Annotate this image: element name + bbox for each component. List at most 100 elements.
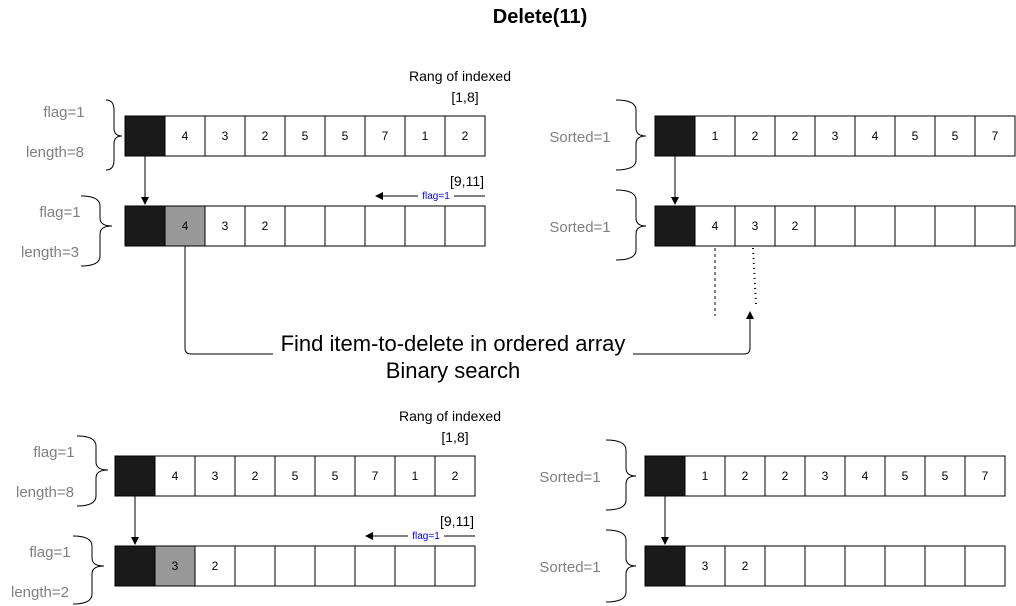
- bottom-left-row1-length: length=8: [16, 484, 74, 501]
- array-cell: 3: [204, 115, 246, 157]
- top-right-row1-label: Sorted=1: [549, 129, 610, 146]
- array-cell-value: 5: [342, 129, 349, 143]
- array-cell-value: 3: [822, 469, 829, 483]
- array-cell: [284, 205, 326, 247]
- top-range-value: [1,8]: [451, 89, 478, 105]
- top-left-brace-2: [80, 195, 113, 267]
- array-cell-value: 5: [292, 469, 299, 483]
- array-cell-value: 1: [712, 129, 719, 143]
- bottom-left-row2-flag: flag=1: [29, 544, 70, 561]
- array-cell: 2: [244, 115, 286, 157]
- array-cell: [814, 205, 856, 247]
- array-cell-value: 7: [382, 129, 389, 143]
- diagram-title: Delete(11): [493, 6, 588, 28]
- array-cell: 3: [204, 205, 246, 247]
- array-cell: [884, 545, 926, 587]
- array-cell: 3: [734, 205, 776, 247]
- array-cell-value: 1: [422, 129, 429, 143]
- bottom-left-row1-flag: flag=1: [33, 444, 74, 461]
- array-cell: 7: [974, 115, 1016, 157]
- array-cell-value: 3: [702, 559, 709, 573]
- array-cell: 1: [394, 455, 436, 497]
- array-cell: 1: [404, 115, 446, 157]
- array-cell: [124, 115, 166, 157]
- top-left-row2-length: length=3: [21, 244, 79, 261]
- array-cell: 2: [434, 455, 476, 497]
- array-cell: [894, 205, 936, 247]
- array-cell: [434, 545, 476, 587]
- array-cell: [324, 205, 366, 247]
- array-cell-value: 1: [412, 469, 419, 483]
- array-cell: [404, 205, 446, 247]
- bottom-range2-value: [9,11]: [440, 513, 474, 529]
- array-cell: [114, 455, 156, 497]
- array-cell: 4: [844, 455, 886, 497]
- array-cell: [644, 455, 686, 497]
- array-cell: 1: [694, 115, 736, 157]
- array-cell-value: 2: [752, 129, 759, 143]
- array-cell: [444, 205, 486, 247]
- array-cell: [804, 545, 846, 587]
- array-cell: [654, 115, 696, 157]
- bottom-right-brace-1: [605, 439, 637, 511]
- array-cell: 5: [924, 455, 966, 497]
- array-cell: 5: [934, 115, 976, 157]
- array-cell: [654, 205, 696, 247]
- array-cell-value: 2: [742, 469, 749, 483]
- array-cell-value: 3: [832, 129, 839, 143]
- array-cell-value: 4: [182, 219, 189, 233]
- array-cell: 2: [194, 545, 236, 587]
- array-cell: 5: [894, 115, 936, 157]
- array-cell-value: 3: [222, 129, 229, 143]
- array-cell-value: 4: [712, 219, 719, 233]
- array-cell-value: 4: [872, 129, 879, 143]
- array-cell: [114, 545, 156, 587]
- array-cell: 2: [234, 455, 276, 497]
- array-cell: 7: [364, 115, 406, 157]
- bottom-range-title: Rang of indexed: [399, 408, 501, 424]
- array-cell: [234, 545, 276, 587]
- array-cell: [354, 545, 396, 587]
- array-cell-value: 1: [702, 469, 709, 483]
- array-cell: 3: [684, 545, 726, 587]
- caption-line-2: Binary search: [386, 358, 521, 383]
- bottom-left-row2-length: length=2: [11, 584, 69, 601]
- array-cell-value: 2: [252, 469, 259, 483]
- array-cell: [934, 205, 976, 247]
- array-cell: 5: [284, 115, 326, 157]
- array-cell: 7: [964, 455, 1006, 497]
- array-cell-value: 3: [222, 219, 229, 233]
- array-cell-value: 2: [262, 129, 269, 143]
- array-cell: [854, 205, 896, 247]
- array-cell: 2: [774, 205, 816, 247]
- top-range2-value: [9,11]: [450, 173, 484, 189]
- array-cell-value: 5: [952, 129, 959, 143]
- array-cell: 5: [324, 115, 366, 157]
- array-cell: [764, 545, 806, 587]
- array-cell: [924, 545, 966, 587]
- bottom-flag-arrow-label: flag=1: [412, 531, 440, 542]
- top-right-row2-label: Sorted=1: [549, 219, 610, 236]
- bottom-left-brace-1: [76, 435, 109, 507]
- array-cell-value: 2: [452, 469, 459, 483]
- bottom-range-value: [1,8]: [441, 429, 468, 445]
- array-cell-value: 5: [902, 469, 909, 483]
- array-cell: 4: [694, 205, 736, 247]
- array-cell: 3: [154, 545, 196, 587]
- array-cell: [964, 545, 1006, 587]
- array-cell: [394, 545, 436, 587]
- top-left-row1-length: length=8: [26, 144, 84, 161]
- array-cell-value: 7: [992, 129, 999, 143]
- array-cell: 4: [854, 115, 896, 157]
- top-flag-arrow-label: flag=1: [422, 191, 450, 202]
- top-left-row1-flag: flag=1: [43, 104, 84, 121]
- top-left-row2-flag: flag=1: [39, 204, 80, 221]
- array-cell: [124, 205, 166, 247]
